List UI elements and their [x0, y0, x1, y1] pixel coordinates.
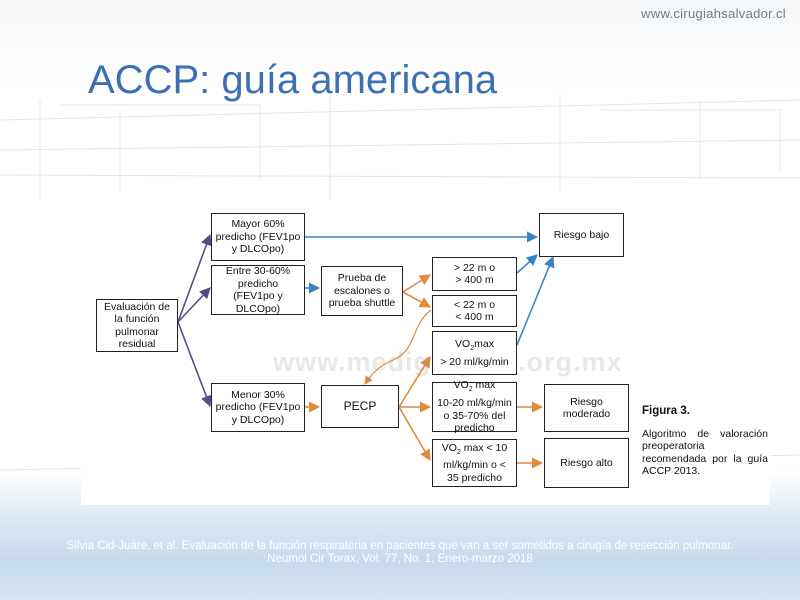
box-vo2-low: VO2 max < 10 ml/kg/min o < 35 predicho — [432, 439, 517, 487]
flowchart-connectors — [177, 231, 555, 469]
vo2-subscript: 2 — [470, 345, 475, 353]
box-entre-30-60: Entre 30-60% predicho (FEV1po y DLCOpo) — [211, 265, 305, 315]
box-menor-22m: < 22 m o < 400 m — [432, 295, 517, 327]
citation: Silvia Cid-Juáre, et al. Evaluación de l… — [0, 540, 800, 566]
flowchart-figure: www.medigraphic.org.mx Evaluación de la … — [81, 210, 770, 505]
arrow-vo2-gt20-to-riesgo-bajo — [516, 255, 555, 346]
box-mayor-22m: > 22 m o > 400 m — [432, 257, 517, 291]
citation-line-2: Neumol Cir Torax, Vol. 77, No. 1, Enero-… — [267, 553, 533, 565]
box-riesgo-alto: Riesgo alto — [544, 438, 629, 488]
site-url: www.cirugiahsalvador.cl — [641, 6, 786, 21]
arrow-prueba-to-mayor22 — [402, 274, 431, 293]
vo2-label: VO — [455, 337, 471, 350]
box-vo2-low-text: VO2 max < 10 ml/kg/min o < 35 predicho — [442, 442, 507, 485]
vo2-subscript: 2 — [456, 448, 461, 456]
box-menor-30-text: Menor 30% predicho (FEV1po y DLCOpo) — [215, 388, 301, 426]
box-riesgo-moderado: Riesgo moderado — [544, 384, 629, 432]
box-mayor-22m-text: > 22 m o > 400 m — [453, 261, 496, 287]
figure-caption: Figura 3. Algoritmo de valoración preope… — [642, 405, 768, 478]
arrow-pecp-to-vo2-low — [398, 406, 431, 461]
box-mayor-60-text: Mayor 60% predicho (FEV1po y DLCOpo) — [215, 218, 301, 256]
box-menor-22m-text: < 22 m o < 400 m — [453, 298, 496, 324]
box-prueba-escalones-text: Prueba de escalones o prueba shuttle — [328, 272, 396, 310]
box-riesgo-alto-text: Riesgo alto — [560, 456, 613, 469]
box-pecp-text: PECP — [343, 399, 377, 414]
arrow-eval-to-menor30 — [177, 321, 212, 408]
vo2-gt20-value: > 20 ml/kg/min — [440, 355, 509, 368]
box-pecp: PECP — [321, 385, 399, 428]
vo2-max-label: max — [474, 337, 494, 350]
arrow-pecp-to-vo2-gt20 — [398, 356, 431, 408]
box-vo2-mid-text: VO2 max 10-20 ml/kg/min o 35-70% del pred… — [437, 379, 512, 434]
box-prueba-escalones: Prueba de escalones o prueba shuttle — [321, 266, 403, 316]
vo2-mid-value: 10-20 ml/kg/min o 35-70% del predicho — [437, 397, 512, 435]
arrow-prueba-to-menor22 — [402, 291, 431, 308]
box-riesgo-moderado-text: Riesgo moderado — [562, 395, 611, 421]
vo2-label: VO — [441, 441, 457, 454]
box-vo2-gt20: VO2max > 20 ml/kg/min — [432, 331, 517, 375]
arrow-menor22-to-pecp — [364, 309, 432, 385]
vo2-max-label: max — [472, 379, 496, 392]
box-riesgo-bajo-text: Riesgo bajo — [553, 228, 610, 241]
caption-title: Figura 3. — [642, 405, 690, 417]
arrow-mayor22-to-riesgo-bajo — [516, 254, 538, 274]
arrow-eval-to-mayor60 — [177, 233, 212, 323]
citation-line-1: Silvia Cid-Juáre, et al. Evaluación de l… — [66, 540, 734, 552]
caption-body: Algoritmo de valoración preoperatoria re… — [642, 427, 768, 478]
box-mayor-60: Mayor 60% predicho (FEV1po y DLCOpo) — [211, 213, 305, 261]
arrow-eval-to-entre — [177, 287, 211, 323]
vo2-label: VO — [453, 379, 469, 392]
vo2-low-value: ml/kg/min o < 35 predicho — [443, 459, 506, 484]
slide-title: ACCP: guía americana — [88, 58, 498, 102]
vo2-subscript: 2 — [468, 386, 473, 394]
vo2-max-label: max < 10 — [460, 441, 508, 454]
box-riesgo-bajo: Riesgo bajo — [539, 213, 624, 257]
box-evaluacion: Evaluación de la función pulmonar residu… — [96, 299, 178, 352]
box-evaluacion-text: Evaluación de la función pulmonar residu… — [104, 300, 170, 351]
box-entre-30-60-text: Entre 30-60% predicho (FEV1po y DLCOpo) — [225, 265, 291, 315]
box-vo2-mid: VO2 max 10-20 ml/kg/min o 35-70% del pred… — [432, 379, 517, 434]
box-vo2-gt20-text: VO2max > 20 ml/kg/min — [440, 338, 509, 368]
box-menor-30: Menor 30% predicho (FEV1po y DLCOpo) — [211, 383, 305, 432]
